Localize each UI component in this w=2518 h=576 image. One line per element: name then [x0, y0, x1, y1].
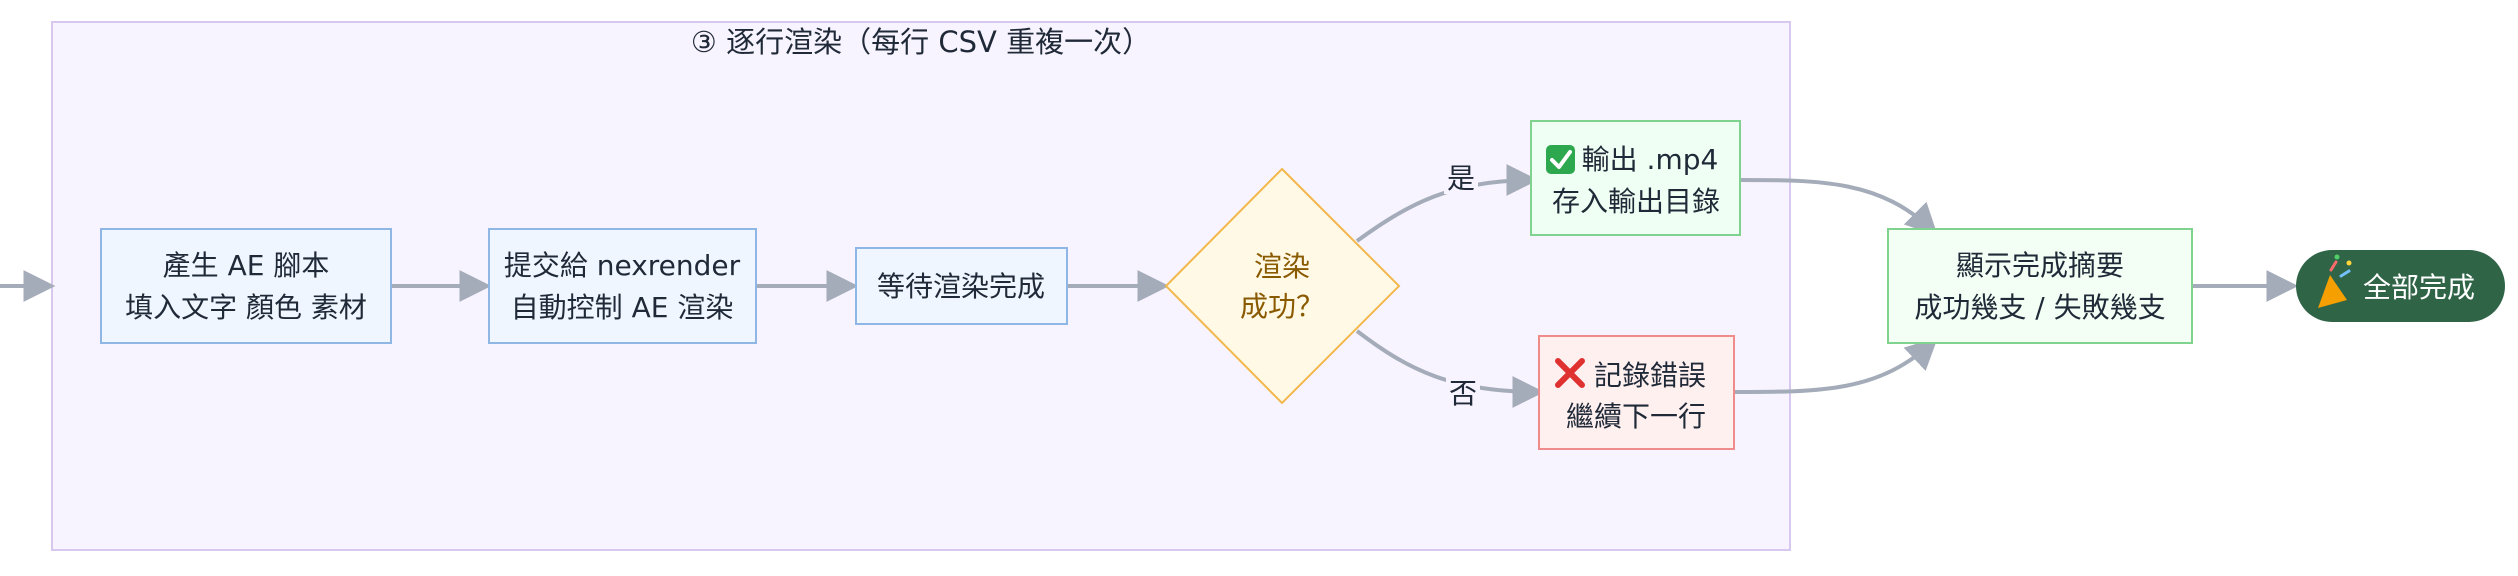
- node-output: 輸出 .mp4 存入輸出目錄: [1530, 120, 1741, 236]
- node-summary-line-1: 顯示完成摘要: [1956, 249, 2124, 282]
- node-generate-line-2: 填入文字 顏色 素材: [125, 291, 367, 324]
- node-decision: 渲染 成功？: [1164, 167, 1401, 405]
- node-wait-line-1: 等待渲染完成: [877, 270, 1045, 303]
- yes-label: 是: [1447, 162, 1475, 195]
- no-label-bg: [1446, 375, 1480, 409]
- node-summary: 顯示完成摘要 成功幾支 / 失敗幾支: [1887, 228, 2193, 344]
- node-wait: 等待渲染完成: [855, 247, 1068, 325]
- node-submit: 提交給 nexrender 自動控制 AE 渲染: [488, 228, 757, 344]
- yes-label-bg: [1444, 160, 1478, 194]
- node-done: 全部完成: [2296, 250, 2505, 322]
- party-popper-icon: [2318, 254, 2352, 308]
- node-summary-line-2: 成功幾支 / 失敗幾支: [1914, 291, 2165, 324]
- node-done-label: 全部完成: [2363, 271, 2475, 304]
- node-error-line-2: 繼續下一行: [1566, 400, 1706, 433]
- cross-mark-icon: [1555, 358, 1585, 388]
- edge-output-to-summary: [1739, 178, 1938, 236]
- edge-error-to-summary: [1733, 337, 1938, 394]
- node-generate-line-1: 產生 AE 腳本: [163, 249, 330, 282]
- node-error: 記錄錯誤 繼續下一行: [1538, 335, 1735, 450]
- edge-decision-no: [1355, 329, 1545, 408]
- node-output-line-1: 輸出 .mp4: [1582, 143, 1719, 176]
- node-submit-line-1: 提交給 nexrender: [504, 249, 741, 282]
- check-mark-icon: [1546, 145, 1575, 174]
- node-error-line-1: 記錄錯誤: [1594, 359, 1706, 392]
- node-decision-line-2: 成功？: [1240, 290, 1324, 323]
- node-decision-line-1: 渲染: [1254, 250, 1310, 283]
- node-submit-line-2: 自動控制 AE 渲染: [511, 291, 734, 324]
- node-output-line-2: 存入輸出目錄: [1552, 185, 1720, 218]
- node-generate: 產生 AE 腳本 填入文字 顏色 素材: [100, 228, 392, 344]
- no-label: 否: [1449, 377, 1477, 410]
- cluster-title: ③ 逐行渲染（每行 CSV 重複一次）: [691, 25, 1151, 59]
- edge-decision-yes: [1355, 164, 1539, 243]
